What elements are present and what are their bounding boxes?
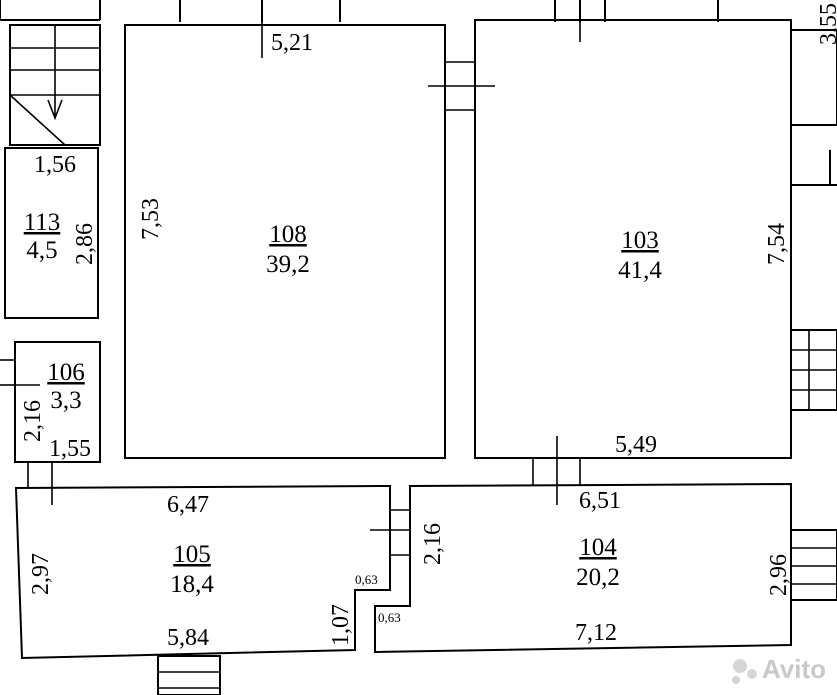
room-105-step-width-label: 0,63 [355, 572, 378, 587]
room-104-width-label: 6,51 [579, 488, 621, 514]
room-113-width-label: 1,56 [34, 152, 76, 178]
staircase-bottom [157, 655, 221, 695]
room-104-bottom-width-label: 7,12 [575, 620, 617, 646]
room-106-area: 3,3 [50, 387, 81, 414]
room-103-area: 41,4 [618, 257, 662, 284]
room-106: 106 3,3 2,16 1,55 [0, 341, 101, 463]
room-113-number: 113 [24, 209, 61, 236]
room-105-height-label: 2,97 [28, 553, 54, 595]
room-103-width-label: 5,49 [615, 432, 657, 458]
room-105-width-label: 6,47 [167, 492, 209, 518]
room-104-area: 20,2 [576, 564, 620, 591]
room-105-step-height-label: 1,07 [328, 604, 354, 646]
door-108-103 [428, 61, 495, 111]
door-103-104 [532, 436, 581, 505]
room-105-bottom-width-label: 5,84 [167, 625, 209, 651]
watermark-text: Avito [762, 654, 826, 684]
room-106-number: 106 [47, 359, 85, 386]
room-104-step-width-label: 0,63 [378, 610, 401, 625]
room-104: 6,51 2,16 104 20,2 2,96 7,12 0,63 [374, 482, 792, 654]
staircase-top-left [9, 24, 101, 146]
door-105-104 [370, 509, 410, 556]
room-103-height-label: 7,54 [764, 223, 790, 265]
room-108-number: 108 [269, 221, 307, 248]
room-106-width-label: 1,55 [49, 436, 91, 462]
staircase-right-bottom [790, 529, 837, 601]
room-105-number: 105 [173, 541, 211, 568]
right-edge-dim-label: 3,55 [816, 3, 837, 45]
room-108-height-label: 7,53 [138, 198, 164, 240]
room-113-height-label: 2,86 [72, 223, 98, 265]
room-103-number: 103 [621, 227, 659, 254]
room-103: 103 41,4 7,54 5,49 [474, 19, 792, 459]
room-105-area: 18,4 [170, 571, 214, 598]
room-104-number: 104 [579, 534, 617, 561]
room-105: 6,47 2,97 105 18,4 5,84 1,07 0,63 [14, 462, 391, 660]
room-108-width-label: 5,21 [271, 30, 313, 56]
top-wall-fragments [0, 0, 719, 22]
room-106-height-label: 2,16 [20, 400, 46, 442]
avito-watermark: Avito [732, 654, 826, 684]
room-113: 1,56 113 4,5 2,86 [4, 147, 99, 319]
room-113-area: 4,5 [26, 237, 57, 264]
right-wall-structures: 3,55 [790, 3, 837, 411]
room-108: 5,21 7,53 108 39,2 [124, 22, 446, 459]
room-108-area: 39,2 [266, 251, 310, 278]
room-104-height-label: 2,16 [420, 523, 446, 565]
room-104-right-height-label: 2,96 [766, 554, 792, 596]
